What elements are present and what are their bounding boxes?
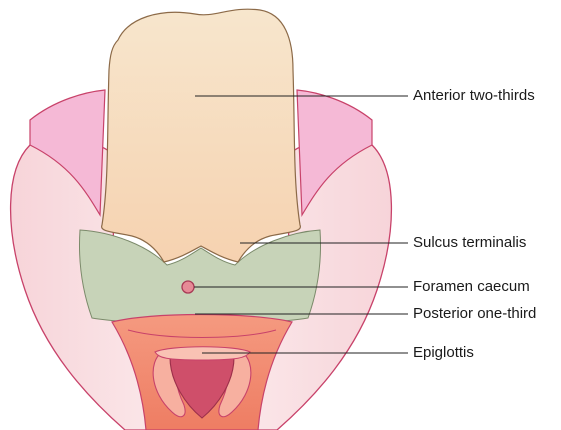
label-sulcus-terminalis: Sulcus terminalis (413, 234, 526, 252)
anterior-tongue (102, 9, 301, 262)
label-posterior-one-third: Posterior one-third (413, 305, 536, 323)
label-foramen-caecum: Foramen caecum (413, 278, 530, 296)
label-anterior-two-thirds: Anterior two-thirds (413, 87, 535, 105)
foramen-caecum-dot (182, 281, 194, 293)
label-epiglottis: Epiglottis (413, 344, 474, 362)
